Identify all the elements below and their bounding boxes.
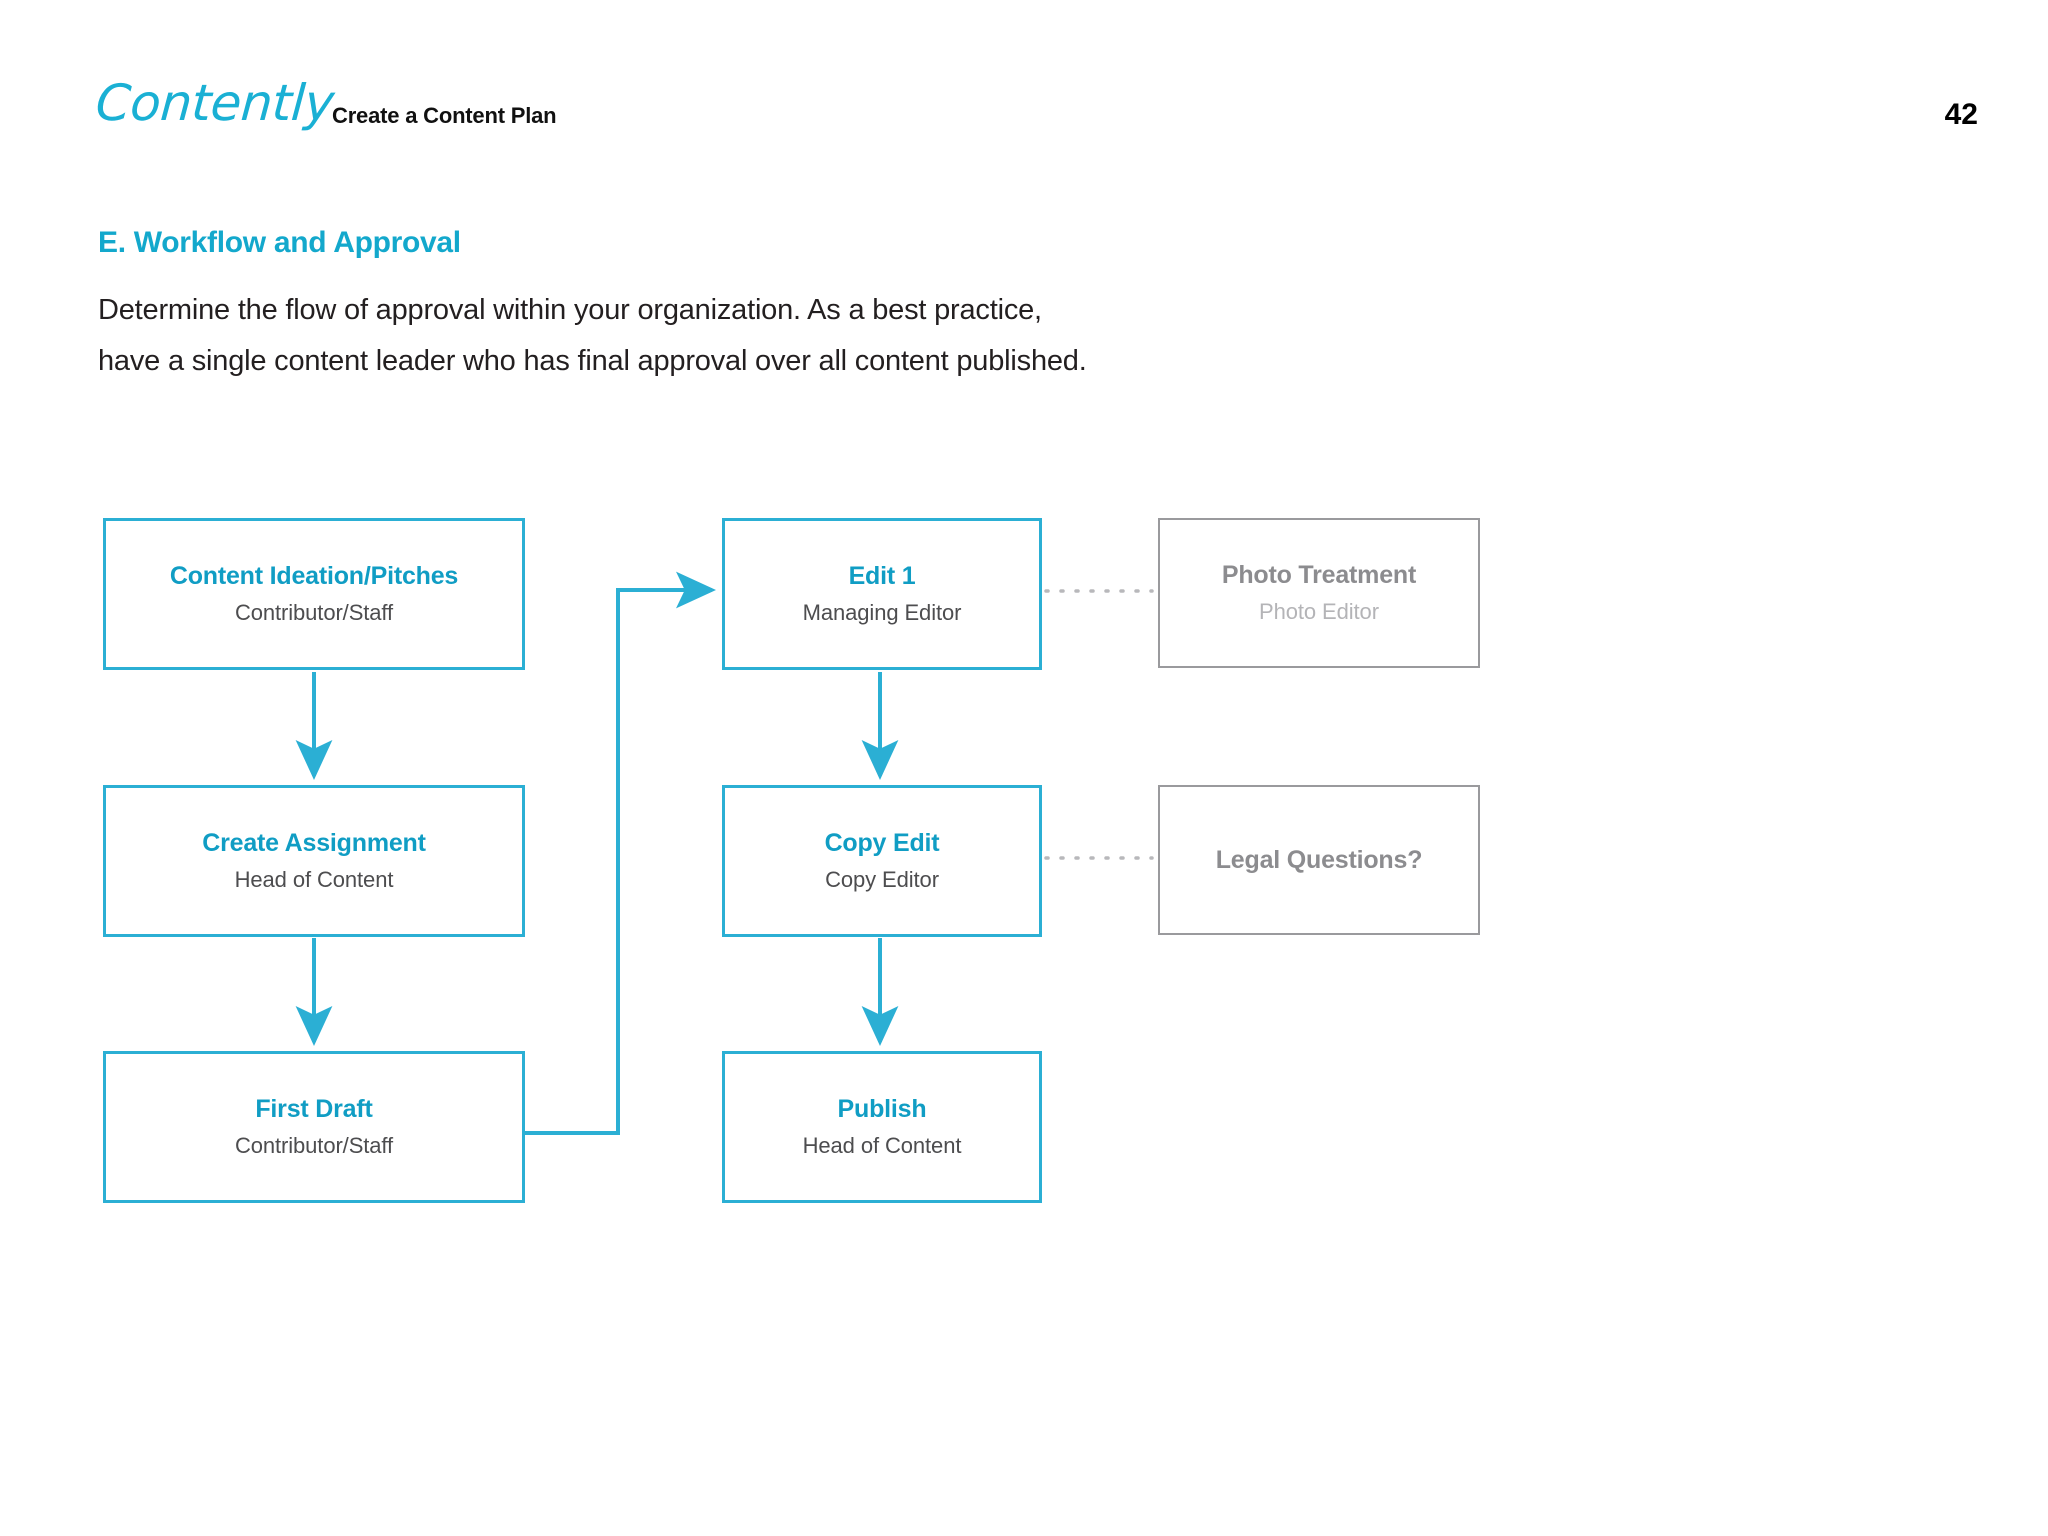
node-subtitle: Photo Editor bbox=[1259, 599, 1379, 624]
node-legal-questions[interactable]: Legal Questions? bbox=[1158, 785, 1480, 935]
node-title: Create Assignment bbox=[202, 829, 426, 857]
node-edit-1[interactable]: Edit 1 Managing Editor bbox=[722, 518, 1042, 670]
node-subtitle: Contributor/Staff bbox=[234, 1133, 394, 1158]
node-create-assignment[interactable]: Create Assignment Head of Content bbox=[103, 785, 525, 937]
node-title: Publish bbox=[837, 1095, 927, 1123]
paragraph-line-2: have a single content leader who has fin… bbox=[98, 345, 1087, 377]
node-title: Edit 1 bbox=[848, 562, 916, 590]
node-copy-edit[interactable]: Copy Edit Copy Editor bbox=[722, 785, 1042, 937]
section-heading: E. Workflow and Approval bbox=[98, 226, 461, 259]
node-subtitle: Copy Editor bbox=[825, 867, 939, 892]
node-title: Photo Treatment bbox=[1221, 561, 1417, 589]
section-paragraph: Determine the flow of approval within yo… bbox=[98, 285, 1598, 387]
node-photo-treatment[interactable]: Photo Treatment Photo Editor bbox=[1158, 518, 1480, 668]
node-subtitle: Contributor/Staff bbox=[234, 600, 394, 625]
page-header: Contently Create a Content Plan 42 bbox=[0, 0, 2048, 180]
node-first-draft[interactable]: First Draft Contributor/Staff bbox=[103, 1051, 525, 1203]
node-title: First Draft bbox=[255, 1095, 373, 1123]
node-title: Content Ideation/Pitches bbox=[169, 562, 459, 590]
node-title: Legal Questions? bbox=[1215, 845, 1423, 874]
edge-firstdraft-to-edit1 bbox=[525, 571, 716, 1135]
node-subtitle: Managing Editor bbox=[802, 600, 962, 625]
header-title: Create a Content Plan bbox=[332, 103, 557, 128]
node-subtitle: Head of Content bbox=[234, 867, 394, 892]
paragraph-line-1: Determine the flow of approval within yo… bbox=[98, 294, 1042, 326]
node-title: Copy Edit bbox=[824, 829, 940, 857]
node-subtitle: Head of Content bbox=[802, 1133, 962, 1158]
page-number: 42 bbox=[1944, 98, 1978, 131]
node-publish[interactable]: Publish Head of Content bbox=[722, 1051, 1042, 1203]
node-content-ideation[interactable]: Content Ideation/Pitches Contributor/Sta… bbox=[103, 518, 525, 670]
